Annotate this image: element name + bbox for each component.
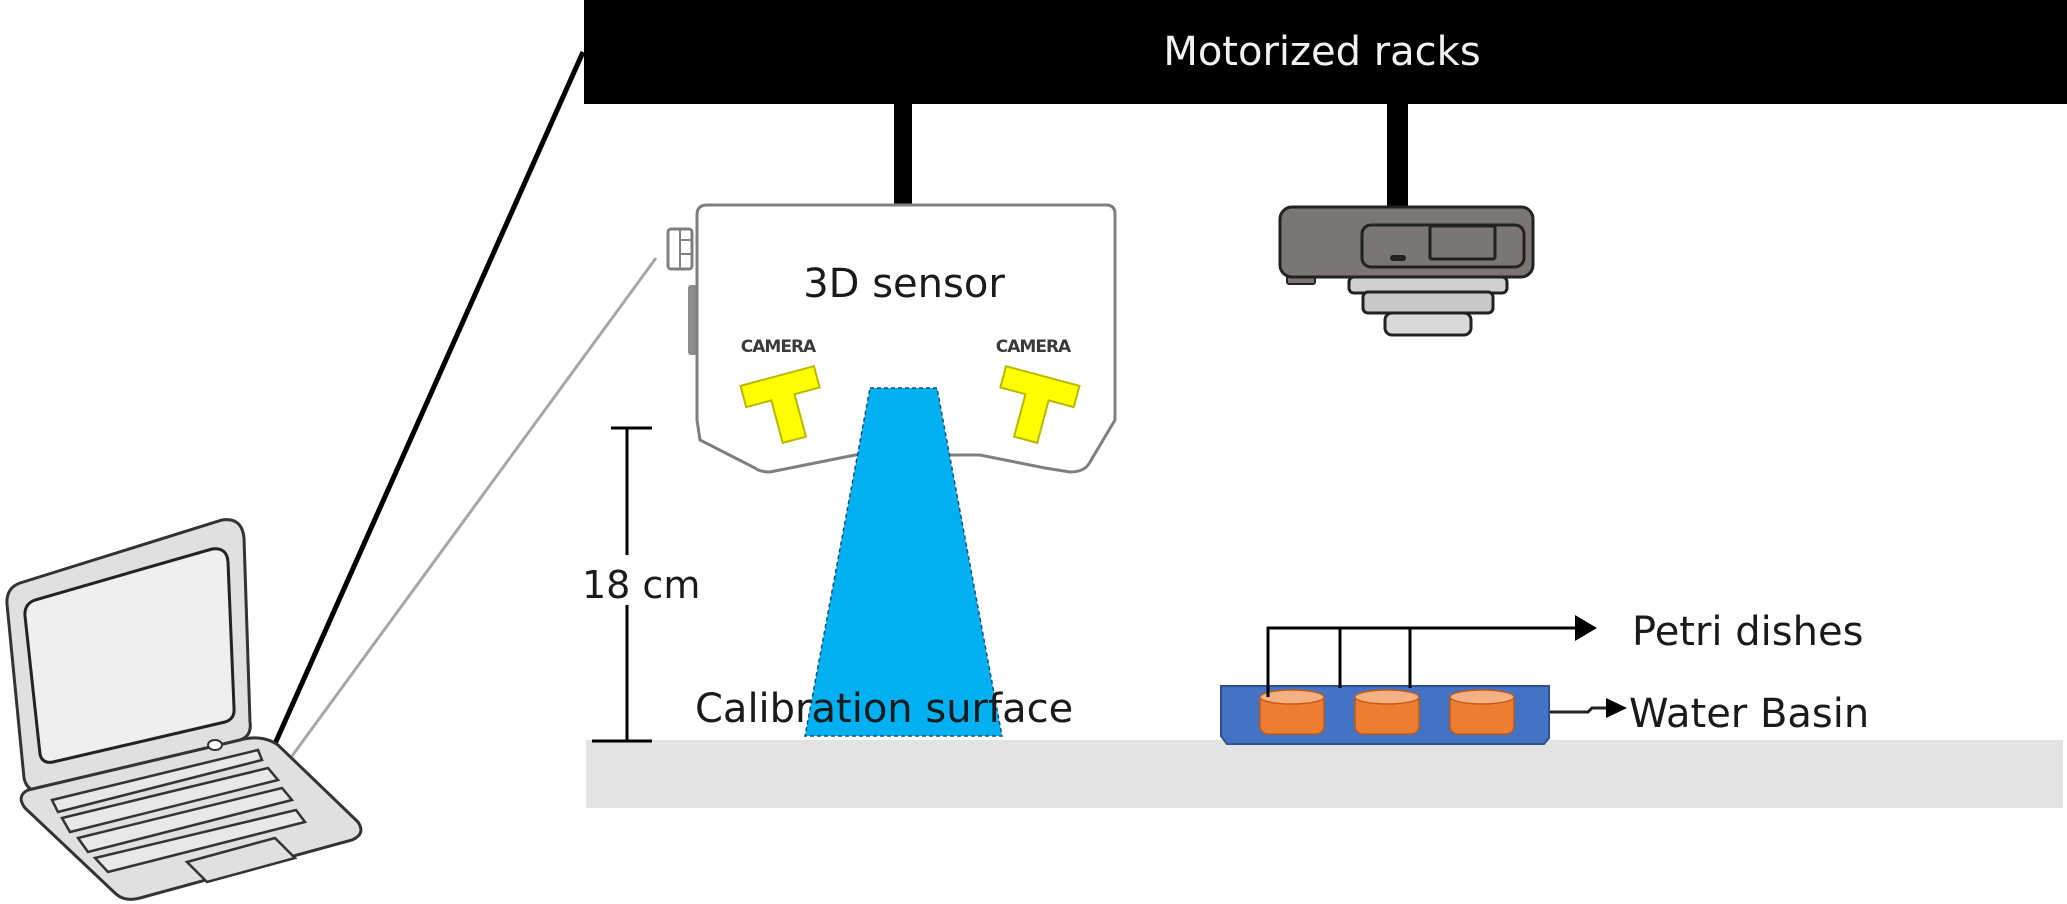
laptop-to-racks-cable [271,50,586,748]
petri-dish [1449,689,1515,735]
petri-dishes [1259,689,1515,735]
racks-label: Motorized racks [1163,29,1480,75]
arrow-right-icon [1575,615,1597,641]
sensor-3d: 3D sensor CAMERA CAMERA [666,203,1117,474]
projector-lens-window [1428,224,1497,261]
light-beam [804,387,1003,737]
camera-left-label: CAMERA [741,337,817,357]
petri-dishes-label: Petri dishes [1632,609,1863,655]
laptop-to-sensor-cable [290,257,658,757]
sensor-label: 3D sensor [803,261,1005,307]
projector-mount-pole [1387,104,1408,208]
table-surface [586,740,2063,808]
arrow-right-icon [1606,698,1627,718]
petri-dish [1354,689,1420,735]
distance-label: 18 cm [582,563,700,607]
petri-leader [1266,615,1597,697]
projector [1278,205,1535,337]
camera-left-icon [739,364,821,445]
distance-dimension: 18 cm [582,426,700,743]
laptop-icon [5,518,363,901]
camera-right-icon [999,364,1081,445]
calibration-surface-label: Calibration surface [695,686,1073,732]
camera-right-label: CAMERA [996,337,1072,357]
sensor-mount-pole [894,104,912,208]
basin-leader [1550,698,1627,718]
motorized-racks: Motorized racks [584,0,2067,208]
sensor-port-icon [688,285,697,355]
water-basin-label: Water Basin [1629,691,1869,737]
petri-dish [1259,689,1325,735]
